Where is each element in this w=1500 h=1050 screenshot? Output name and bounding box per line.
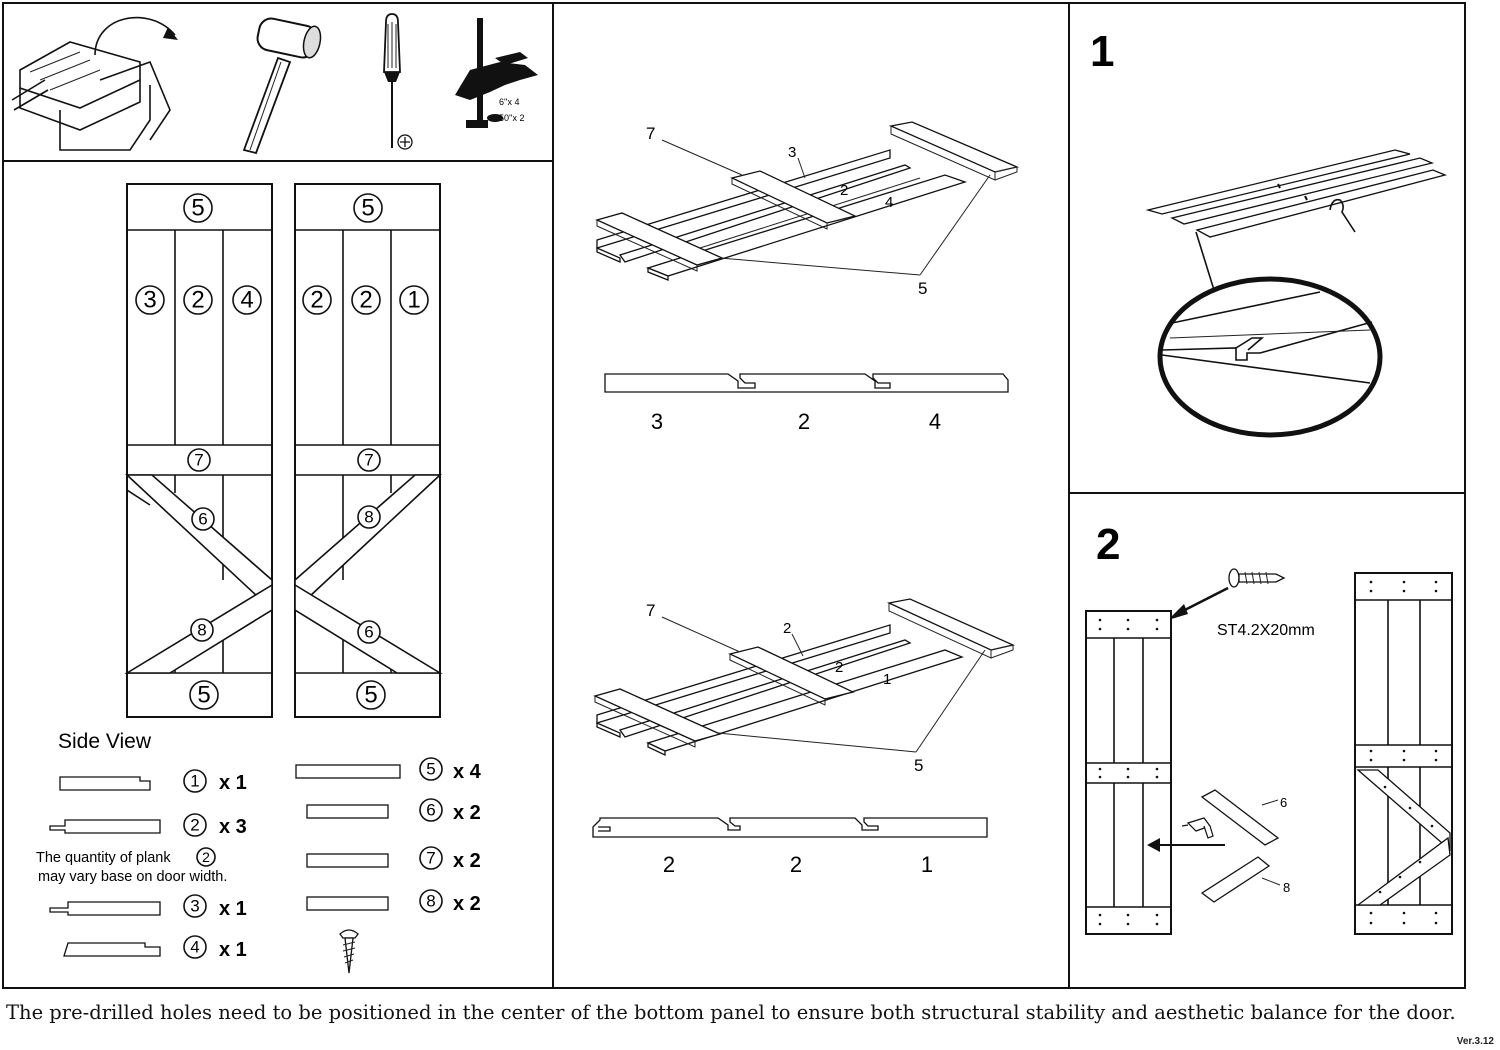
side-view-title: Side View	[58, 730, 152, 753]
plank-label: 3	[143, 287, 156, 314]
middle-rail-label: 7	[194, 451, 203, 470]
clamp-spec-2: 50''x 2	[499, 113, 524, 123]
callout-label: 5	[914, 756, 923, 775]
part-quantity: x 1	[219, 772, 247, 794]
brace-callout: 6	[1280, 795, 1287, 810]
door-left: 5 3 2 4 7 6 8 5	[124, 183, 273, 718]
part-profile	[63, 942, 161, 957]
plank-profile	[592, 817, 988, 838]
profile-label: 2	[790, 852, 802, 877]
door-right: 5 2 2 1 7 8 6 5	[294, 183, 443, 718]
plank-note-line1: The quantity of plank	[36, 850, 171, 866]
screw-icon	[1228, 568, 1286, 588]
profile-label: 2	[663, 852, 675, 877]
part-quantity: x 4	[453, 761, 482, 783]
screw-spec: ST4.2X20mm	[1217, 622, 1315, 639]
part-number: 3	[190, 897, 199, 916]
phillips-screwdriver-icon	[383, 13, 413, 150]
profile-label: 3	[651, 409, 663, 434]
step-number: 1	[1090, 27, 1114, 76]
brace-label: 8	[364, 508, 373, 527]
part-quantity: x 1	[219, 898, 247, 920]
callout-label: 5	[918, 279, 927, 298]
part-profile	[49, 819, 161, 834]
profile-label: 2	[798, 409, 810, 434]
part-profile	[306, 804, 389, 819]
screw-icon	[339, 929, 359, 974]
footer-note: The pre-drilled holes need to be positio…	[6, 1001, 1456, 1024]
middle-rail-label: 7	[364, 451, 373, 470]
version-label: Ver.3.12	[1456, 1036, 1494, 1047]
step-number: 2	[1096, 520, 1120, 569]
part-quantity: x 2	[453, 802, 481, 824]
step-1-panel: 1	[1090, 27, 1448, 438]
plank-label: 2	[191, 287, 204, 314]
step-2-panel: 2 ST4.2X20mm	[1085, 520, 1453, 935]
callout-label: 2	[840, 182, 848, 199]
callout-label: 2	[835, 659, 843, 676]
part-profile	[49, 901, 161, 916]
panel-frames	[2, 2, 1466, 989]
profile-label: 4	[929, 409, 941, 434]
part-number: 7	[426, 849, 435, 868]
arrow-icon	[94, 16, 176, 56]
part-profile	[59, 776, 151, 791]
clamp-icon: 6''x 4 50''x 2	[455, 18, 538, 128]
plank-note-line2: may vary base on door width.	[38, 869, 227, 885]
callout-label: 2	[783, 620, 791, 637]
bottom-rail-label: 5	[364, 682, 377, 709]
plank-label: 1	[407, 287, 420, 314]
parts-list: Side View 1 x 1 2 x 3 The quantity of pl…	[36, 730, 482, 974]
part-profile	[306, 853, 389, 868]
clamp-spec-1: 6''x 4	[499, 97, 519, 107]
brace-callout: 8	[1283, 880, 1290, 895]
top-rail-label: 5	[191, 195, 204, 222]
part-number: 6	[426, 801, 435, 820]
part-quantity: x 2	[453, 850, 481, 872]
plank-label: 2	[310, 287, 323, 314]
brace-label: 6	[364, 623, 373, 642]
screw-holes	[1369, 580, 1438, 925]
part-quantity: x 1	[219, 939, 247, 961]
callout-label: 1	[883, 671, 891, 688]
callout-label: 7	[646, 124, 655, 143]
part-number: 2	[190, 816, 199, 835]
plank-note-circle: 2	[202, 849, 210, 865]
part-quantity: x 3	[219, 816, 247, 838]
plank-label: 4	[240, 287, 253, 314]
tools-panel: 6''x 4 50''x 2	[11, 13, 538, 155]
magnify-circle	[1157, 276, 1383, 438]
callout-label: 4	[885, 194, 893, 211]
rubber-mallet-icon	[242, 17, 322, 155]
callout-label: 3	[788, 144, 796, 161]
part-profile	[306, 896, 389, 911]
part-circle	[183, 193, 213, 223]
toolbox-icon	[11, 41, 171, 151]
brace-label: 8	[197, 621, 206, 640]
assembly-diagram-top: 7 3 2 4 5 3 2 4	[595, 121, 1020, 434]
part-number: 8	[426, 892, 435, 911]
part-number: 4	[190, 938, 199, 957]
drill-icon	[1181, 817, 1214, 839]
plank-profile	[604, 373, 1009, 393]
profile-label: 1	[921, 852, 933, 877]
brace-label: 6	[198, 510, 207, 529]
callout-label: 7	[646, 601, 655, 620]
assembly-diagram-bottom: 7 2 2 1 5 2 2 1	[592, 598, 1016, 877]
top-rail-label: 5	[361, 195, 374, 222]
screw-holes	[1098, 618, 1159, 926]
part-number: 5	[426, 760, 435, 779]
bottom-rail-label: 5	[197, 682, 210, 709]
part-number: 1	[190, 772, 199, 791]
part-profile	[295, 764, 401, 779]
part-quantity: x 2	[453, 893, 481, 915]
plank-label: 2	[359, 287, 372, 314]
